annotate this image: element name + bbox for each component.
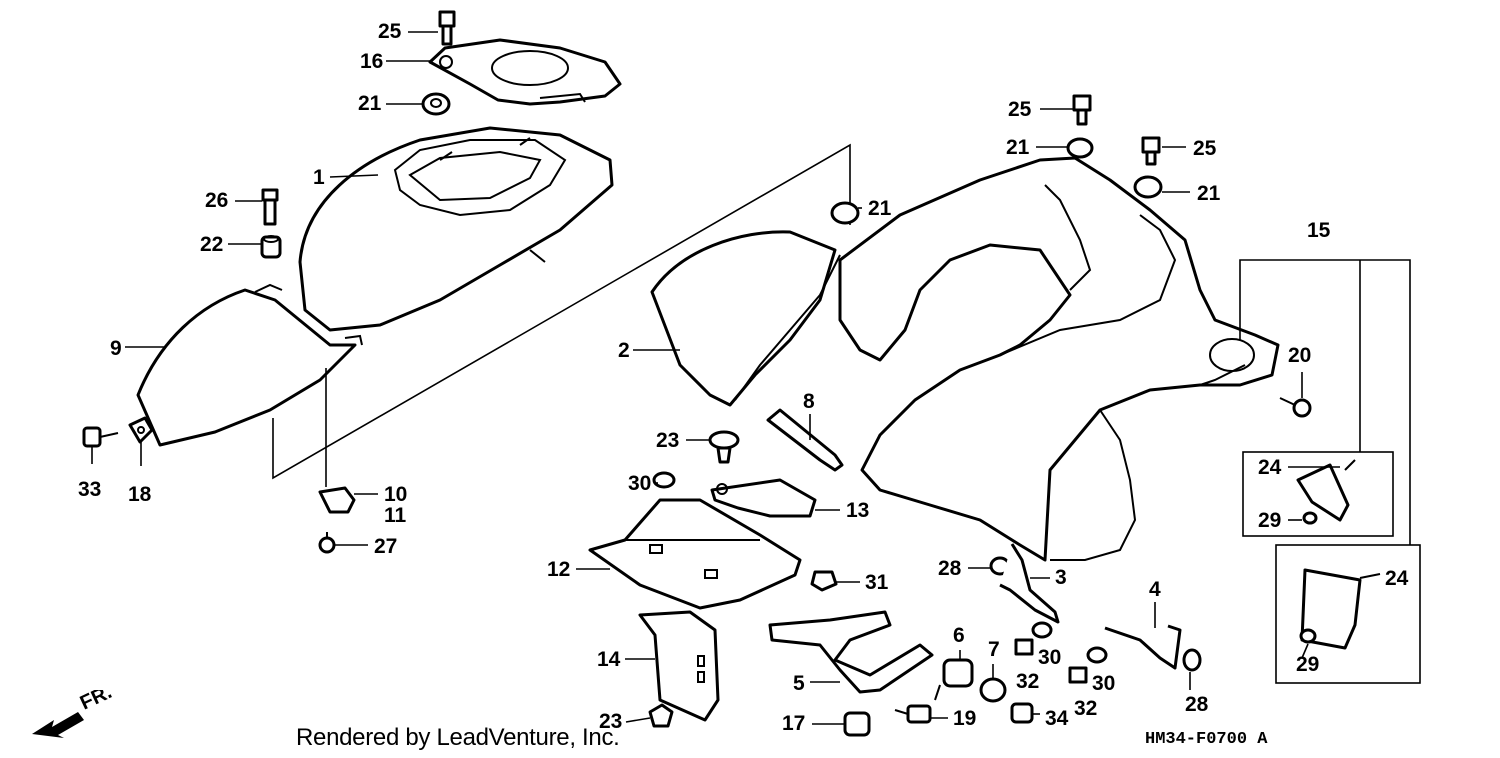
callout-c17[interactable]: 17 <box>782 712 805 735</box>
part-20-bolt[interactable] <box>1279 397 1312 418</box>
callout-c30c[interactable]: 30 <box>1092 672 1115 695</box>
part-30-washer-b[interactable] <box>1031 621 1053 639</box>
callout-c33[interactable]: 33 <box>78 478 101 501</box>
part-27-screw[interactable] <box>318 532 336 554</box>
arrow-icon <box>32 712 84 738</box>
footer-credit: Rendered by LeadVenture, Inc. <box>296 724 620 751</box>
part-19-bolt[interactable] <box>894 704 932 724</box>
part-30-washer-c[interactable] <box>1086 646 1108 664</box>
callout-c21c[interactable]: 21 <box>1197 182 1221 205</box>
part-7-washer[interactable] <box>979 677 1007 703</box>
part-25-bolt-top[interactable] <box>438 10 456 46</box>
callout-c5[interactable]: 5 <box>793 672 805 695</box>
part-4-wire-bracket[interactable] <box>1104 624 1182 670</box>
part-25-bolt-right[interactable] <box>1141 136 1161 166</box>
callout-c18[interactable]: 18 <box>128 483 152 506</box>
part-28-rubber-b[interactable] <box>1182 648 1202 672</box>
callout-c3[interactable]: 3 <box>1055 566 1067 589</box>
assembly-guide-lines <box>272 143 851 487</box>
part-33-nut[interactable] <box>82 426 119 448</box>
callout-c25c[interactable]: 25 <box>1193 137 1217 160</box>
callout-c30a[interactable]: 30 <box>628 472 651 495</box>
part-13-bracket[interactable] <box>710 478 817 518</box>
part-26-bolt[interactable] <box>261 188 279 226</box>
front-direction-arrow: FR. <box>32 690 115 738</box>
callout-c28a[interactable]: 28 <box>938 557 962 580</box>
part-34-nut[interactable] <box>1010 702 1034 724</box>
part-18-clip[interactable] <box>128 416 154 444</box>
part-21-grommet-c[interactable] <box>1133 175 1163 199</box>
callout-c28b[interactable]: 28 <box>1185 693 1209 716</box>
callout-c8[interactable]: 8 <box>803 390 815 413</box>
part-30-washer-a[interactable] <box>652 471 676 489</box>
kit-box-lower <box>1275 544 1421 684</box>
callout-c7[interactable]: 7 <box>988 638 1000 661</box>
kit-box-upper <box>1242 451 1394 537</box>
callout-c19[interactable]: 19 <box>953 707 976 730</box>
callout-c23a[interactable]: 23 <box>656 429 679 452</box>
callout-c22[interactable]: 22 <box>200 233 223 256</box>
callout-c34[interactable]: 34 <box>1045 707 1069 730</box>
part-15-group-bracket <box>1239 259 1411 545</box>
part-17-grommet[interactable] <box>843 711 871 737</box>
part-23-clip-a[interactable] <box>708 430 740 464</box>
callout-c23b[interactable]: 23 <box>599 710 622 733</box>
leader-lines <box>91 31 1340 725</box>
callout-c29b[interactable]: 29 <box>1296 653 1319 676</box>
callout-c14[interactable]: 14 <box>597 648 621 671</box>
callout-c16[interactable]: 16 <box>360 50 383 73</box>
callout-c12[interactable]: 12 <box>547 558 570 581</box>
callout-c32a[interactable]: 32 <box>1016 670 1039 693</box>
callout-c13[interactable]: 13 <box>846 499 869 522</box>
part-8-stay[interactable] <box>766 408 844 472</box>
part-16-cover-plate[interactable] <box>428 38 622 106</box>
callout-c20[interactable]: 20 <box>1288 344 1311 367</box>
part-21-grommet-d[interactable] <box>830 201 860 225</box>
callout-c29a[interactable]: 29 <box>1258 509 1281 532</box>
part-6-collar[interactable] <box>942 658 974 688</box>
callout-c24a[interactable]: 24 <box>1258 456 1282 479</box>
callout-c32b[interactable]: 32 <box>1074 697 1097 720</box>
callout-c10[interactable]: 10 <box>384 483 407 506</box>
callout-c4[interactable]: 4 <box>1149 578 1161 601</box>
callout-c9[interactable]: 9 <box>110 337 122 360</box>
part-5-bracket[interactable] <box>768 610 941 701</box>
callout-c30b[interactable]: 30 <box>1038 646 1061 669</box>
part-22-collar[interactable] <box>260 235 282 259</box>
callout-c26[interactable]: 26 <box>205 189 228 212</box>
part-32-bolt-a[interactable] <box>1014 638 1034 656</box>
part-3-wire-bracket[interactable] <box>999 543 1060 624</box>
callout-c27[interactable]: 27 <box>374 535 397 558</box>
callout-c6[interactable]: 6 <box>953 624 965 647</box>
callout-c31[interactable]: 31 <box>865 571 889 594</box>
callout-c11[interactable]: 11 <box>384 504 407 527</box>
callout-c21a[interactable]: 21 <box>358 92 382 115</box>
part-9-rear-fender-flap[interactable] <box>136 283 363 447</box>
callout-c1[interactable]: 1 <box>313 166 325 189</box>
part-14-mud-flap[interactable] <box>638 610 720 722</box>
callout-c15[interactable]: 15 <box>1307 219 1331 242</box>
callout-c24b[interactable]: 24 <box>1385 567 1409 590</box>
part-10-11-clip[interactable] <box>318 486 356 514</box>
callout-c25b[interactable]: 25 <box>1008 98 1032 121</box>
main-fender-body[interactable] <box>838 156 1280 562</box>
part-21-grommet-b[interactable] <box>1066 137 1094 159</box>
part-23-clip-b[interactable] <box>648 703 674 728</box>
direction-label: FR. <box>77 690 115 715</box>
part-31-nut[interactable] <box>810 570 838 592</box>
callout-c21d[interactable]: 21 <box>868 197 892 220</box>
part-21-grommet-a[interactable] <box>421 92 451 116</box>
part-32-bolt-b[interactable] <box>1068 666 1088 684</box>
callout-c25a[interactable]: 25 <box>378 20 402 43</box>
drawing-code: HM34-F0700 A <box>1145 730 1268 749</box>
part-12-plate[interactable] <box>588 498 802 610</box>
part-2-rear-fender[interactable] <box>650 230 841 407</box>
callout-c2[interactable]: 2 <box>618 339 630 362</box>
part-1-rear-top-cover[interactable] <box>298 126 614 332</box>
part-25-bolt-mid[interactable] <box>1072 94 1092 126</box>
callout-c21b[interactable]: 21 <box>1006 136 1030 159</box>
